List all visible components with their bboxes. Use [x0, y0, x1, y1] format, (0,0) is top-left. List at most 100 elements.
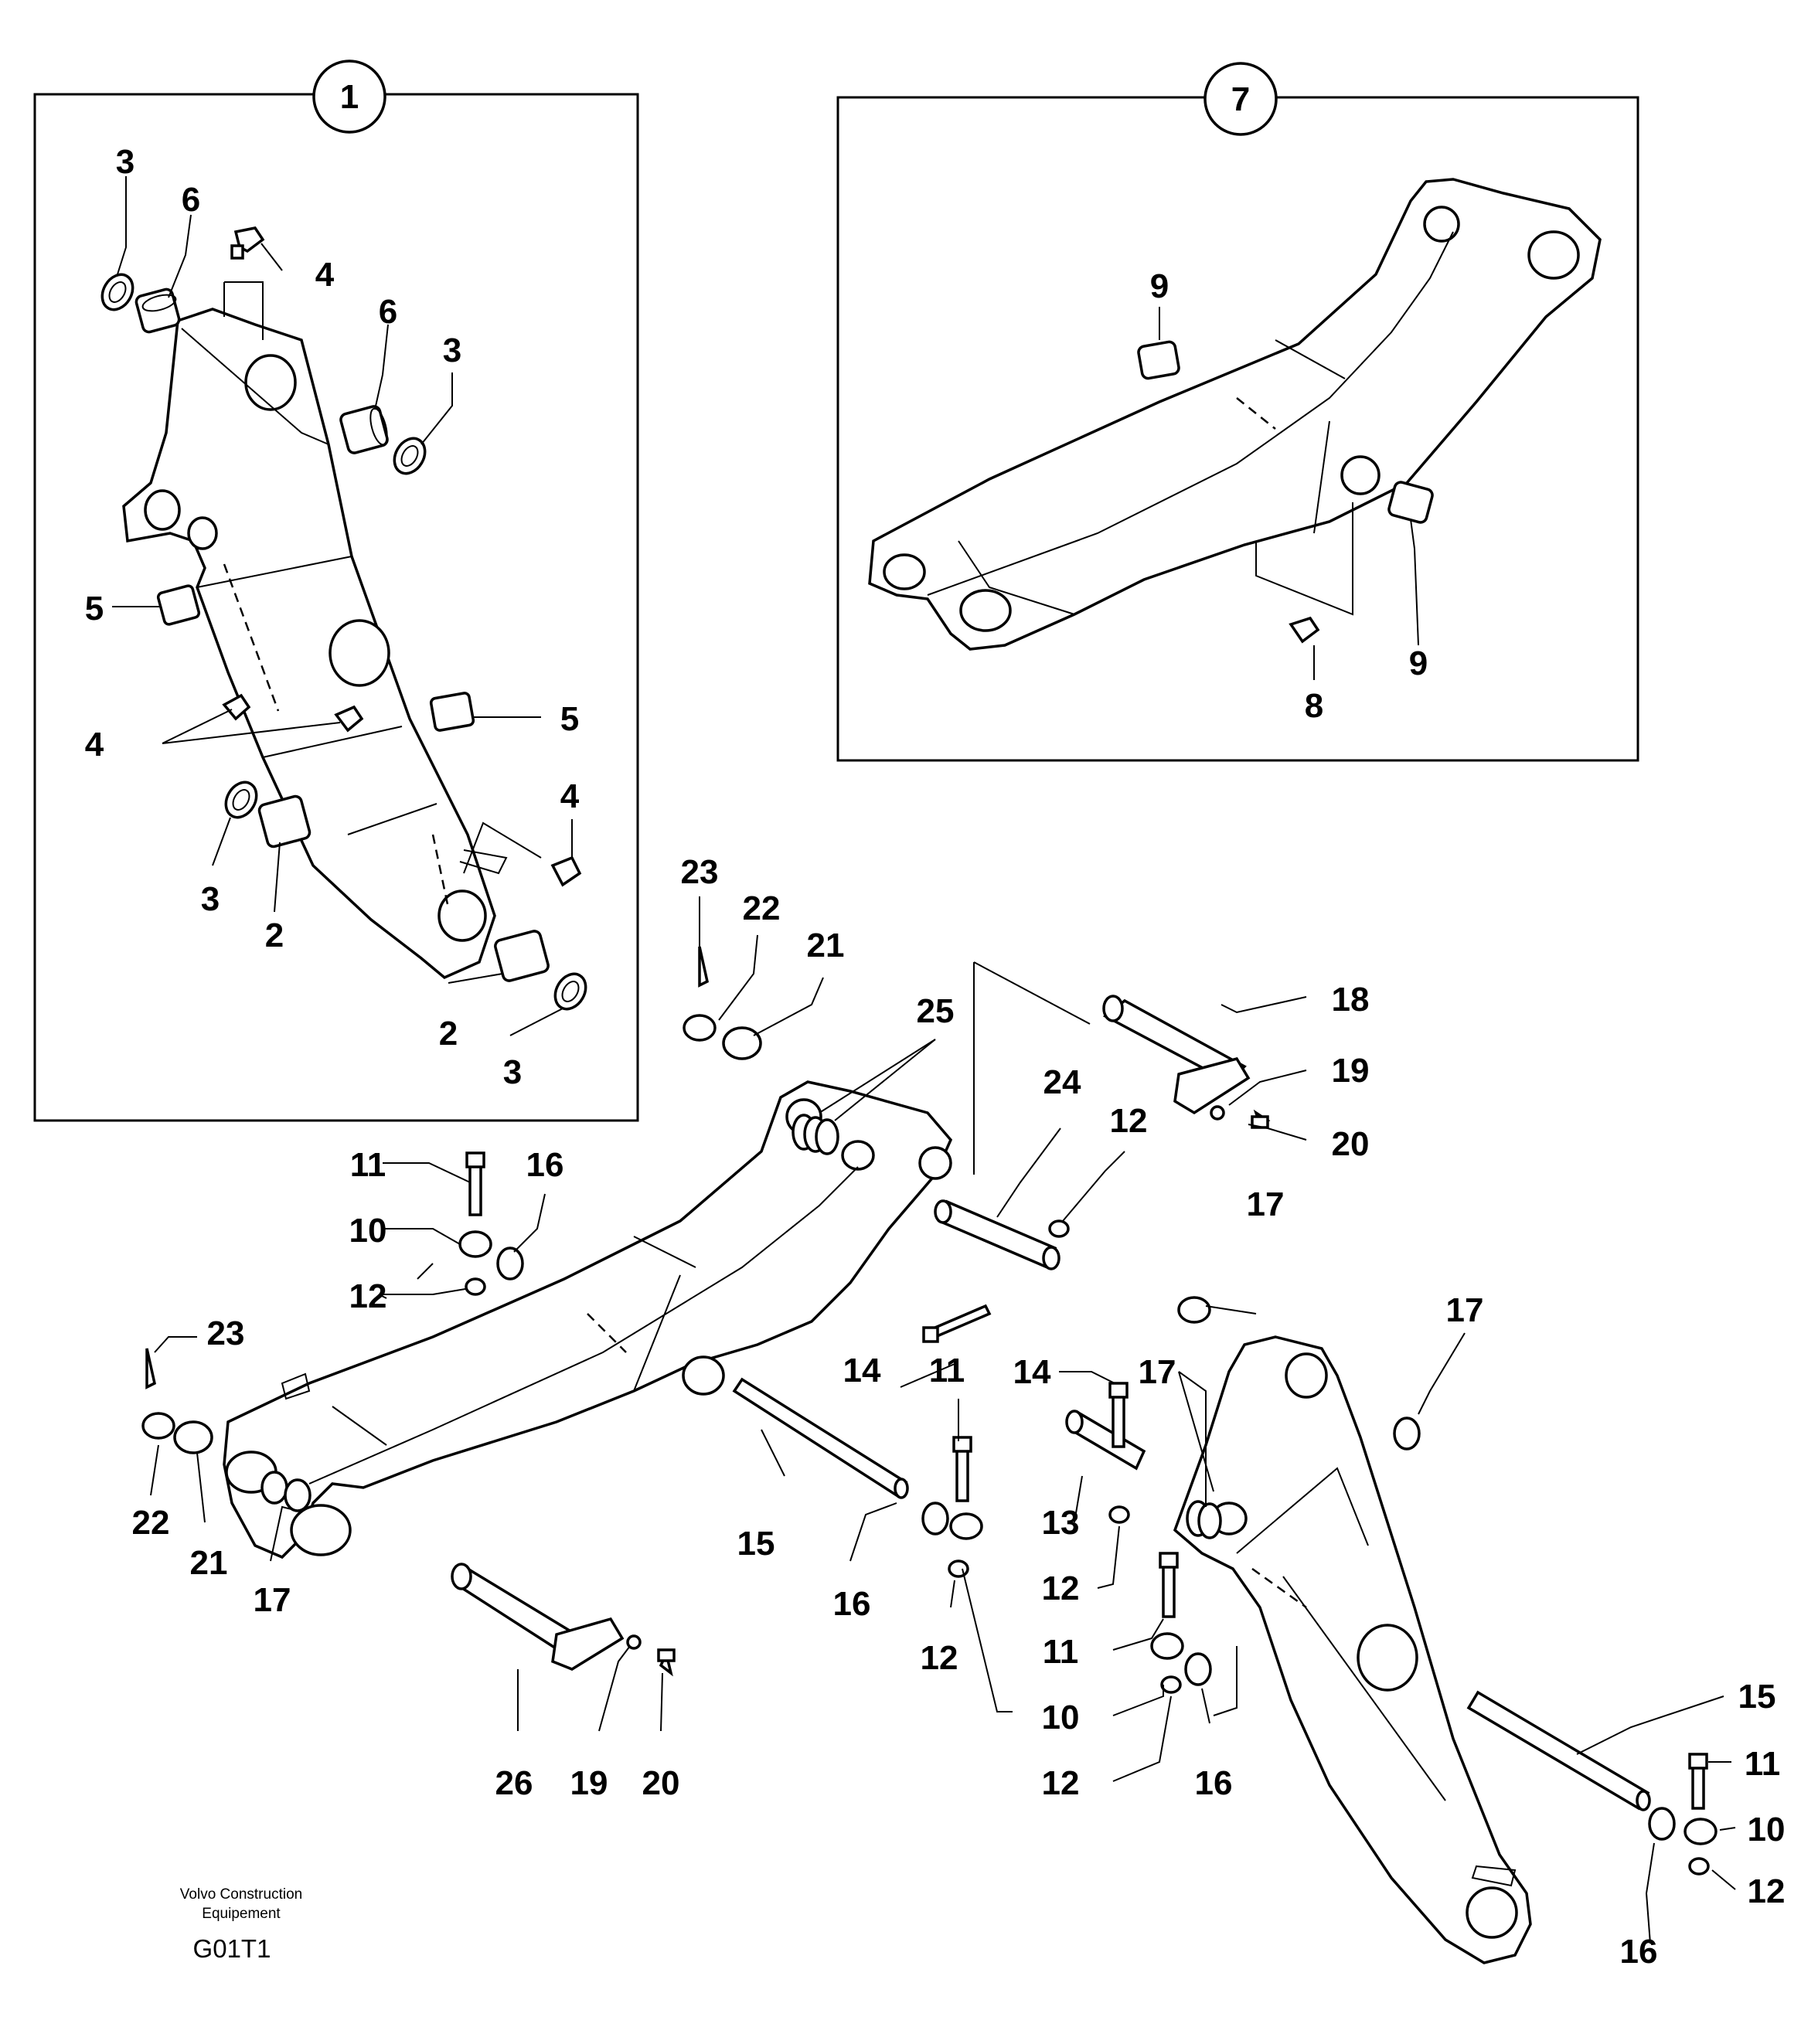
brand-subtitle: Equipement: [202, 1906, 281, 1922]
callout-15: 15: [1738, 1678, 1776, 1716]
brand-name: Volvo Construction: [180, 1886, 302, 1903]
callout-22: 22: [132, 1504, 170, 1542]
right-boom-assembly: [1173, 1335, 1532, 1964]
callout-11: 11: [1043, 1633, 1079, 1671]
leaders-main: [150, 896, 1736, 1944]
detail-box-7: 7: [836, 62, 1639, 762]
grease-nipple-4a: [230, 226, 265, 260]
callout-6: 6: [182, 181, 200, 219]
grease-nipple-4c: [550, 855, 582, 887]
bushing-6a: [134, 287, 181, 334]
callout-3: 3: [116, 143, 134, 181]
callout-17: 17: [1247, 1185, 1285, 1223]
bushing-9a: [1137, 340, 1180, 380]
callout-20: 20: [642, 1764, 680, 1802]
nuts-and-washers: [141, 946, 1718, 1876]
bushing-5a: [156, 584, 201, 626]
callout-16: 16: [526, 1146, 564, 1184]
callout-12: 12: [1042, 1570, 1080, 1607]
bushing-2a: [257, 794, 312, 849]
callout-17: 17: [254, 1581, 291, 1619]
callout-15: 15: [737, 1525, 775, 1563]
callout-5: 5: [85, 590, 104, 627]
callout-16: 16: [833, 1585, 871, 1623]
callout-12: 12: [921, 1639, 958, 1677]
callout-9: 9: [1150, 267, 1169, 305]
callout-21: 21: [807, 927, 845, 964]
detail-box-7-badge: [1203, 62, 1278, 136]
seal-ring-3d: [553, 972, 587, 1011]
loose-parts: [141, 946, 1718, 1876]
seal-ring-3a: [100, 273, 134, 311]
boom-arm-detail-1: [122, 308, 508, 980]
callout-12: 12: [1110, 1102, 1148, 1140]
callout-11: 11: [350, 1146, 386, 1184]
seal-ring-3c: [224, 781, 258, 819]
bushing-5b: [429, 692, 475, 732]
callout-16: 16: [1620, 1933, 1658, 1971]
callout-17: 17: [1446, 1291, 1484, 1329]
figure-code: G01T1: [193, 1934, 271, 1963]
callout-17: 17: [1139, 1353, 1176, 1391]
leaders-box-7: [1159, 307, 1419, 680]
callout-19: 19: [570, 1764, 608, 1802]
callout-3: 3: [201, 880, 220, 918]
callout-16: 16: [1195, 1764, 1233, 1802]
callout-25: 25: [917, 992, 955, 1030]
callout-23: 23: [681, 853, 719, 891]
grease-nipple-4b: [222, 693, 364, 733]
callout-5: 5: [560, 700, 579, 738]
pin-26: [451, 1563, 625, 1671]
callout-14: 14: [1013, 1353, 1051, 1391]
main-boom-assembly: [223, 1080, 953, 1559]
callout-8: 8: [1305, 687, 1323, 725]
detail-box-1-number: 1: [340, 78, 359, 116]
grease-nipple-8: [1289, 616, 1320, 644]
callout-14: 14: [843, 1352, 881, 1389]
callout-23: 23: [207, 1314, 245, 1352]
leaders-box-1: [112, 176, 573, 1036]
callout-4: 4: [85, 726, 104, 764]
boom-arm-detail-7: [868, 178, 1602, 651]
callout-2: 2: [439, 1015, 458, 1053]
callout-26: 26: [495, 1764, 533, 1802]
callout-10: 10: [1748, 1811, 1786, 1848]
callout-20: 20: [1332, 1125, 1370, 1163]
callout-11: 11: [1745, 1745, 1781, 1783]
callout-13: 13: [1042, 1504, 1080, 1542]
bolts: [465, 1109, 1708, 1810]
detail-box-7-number: 7: [1231, 80, 1250, 118]
bushing-9b: [1387, 481, 1434, 524]
callout-12: 12: [1042, 1764, 1080, 1802]
callout-21: 21: [190, 1544, 228, 1582]
pin-18: [1102, 995, 1251, 1115]
callout-6: 6: [379, 293, 397, 331]
callout-2: 2: [265, 917, 284, 954]
detail-box-1: 1: [33, 60, 639, 1122]
pin-15a: [732, 1377, 909, 1499]
callout-24: 24: [1043, 1063, 1081, 1101]
callout-12: 12: [349, 1277, 387, 1315]
pin-24: [934, 1199, 1060, 1270]
callout-18: 18: [1332, 981, 1370, 1019]
callout-19: 19: [1332, 1052, 1370, 1090]
pin-13: [1065, 1410, 1146, 1471]
callout-9: 9: [1409, 644, 1428, 682]
callout-10: 10: [349, 1212, 387, 1250]
callout-labels: 3 6 4 6 3 5 5 4 4 3 2 2 3 9 9 8 23 22 21…: [85, 143, 1786, 1971]
pin-15b: [1466, 1690, 1651, 1811]
callout-10: 10: [1042, 1699, 1080, 1736]
callout-22: 22: [743, 889, 781, 927]
callout-4: 4: [315, 256, 335, 294]
bushing-2b: [494, 930, 550, 982]
callout-3: 3: [443, 332, 461, 369]
callout-12: 12: [1748, 1872, 1786, 1910]
callout-4: 4: [560, 777, 580, 815]
bushing-6b: [339, 405, 389, 454]
seal-ring-3b: [393, 437, 427, 475]
callout-11: 11: [929, 1352, 965, 1389]
spring-25: [792, 1114, 1222, 1539]
footer: Volvo Construction Equipement G01T1: [180, 1886, 302, 1963]
